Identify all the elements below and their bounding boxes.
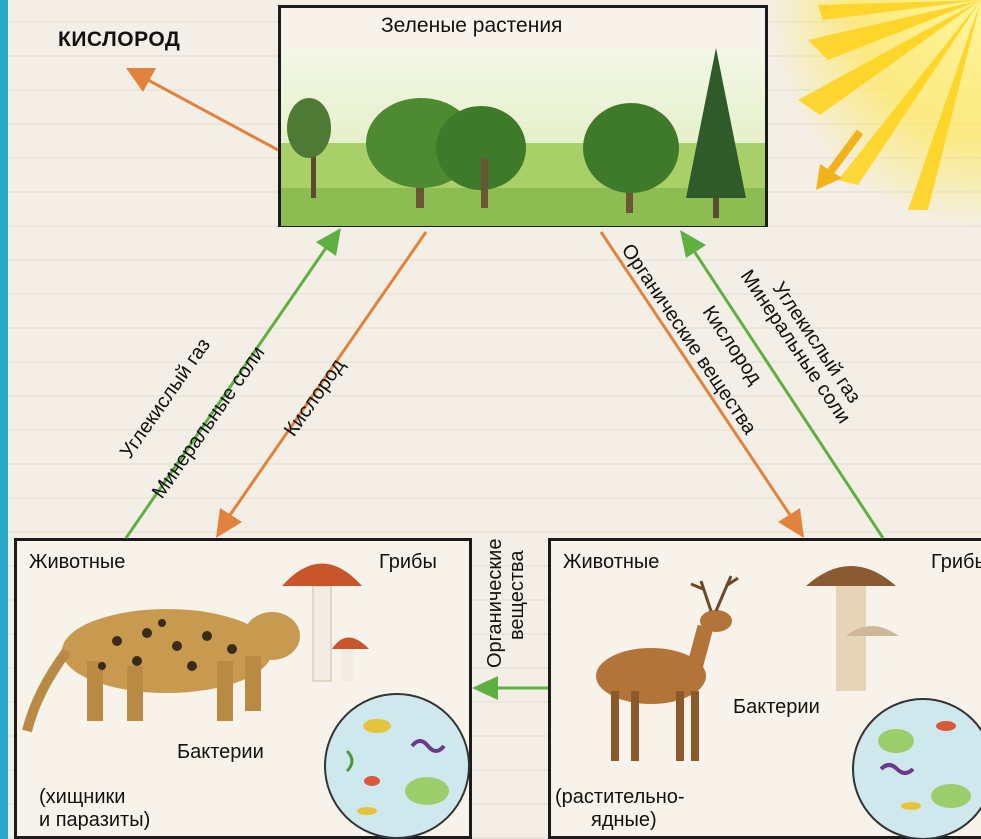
- right-orange-arrow: [601, 232, 804, 538]
- middle-organics-line2: вещества: [506, 550, 529, 640]
- middle-organics-line1: Органические: [484, 539, 507, 668]
- middle-green-arrow: [472, 676, 548, 700]
- oxygen-out-label: КИСЛОРОД: [58, 28, 180, 52]
- textbook-page: Зеленые растения: [8, 0, 981, 839]
- oxygen-out-arrow: [126, 68, 278, 150]
